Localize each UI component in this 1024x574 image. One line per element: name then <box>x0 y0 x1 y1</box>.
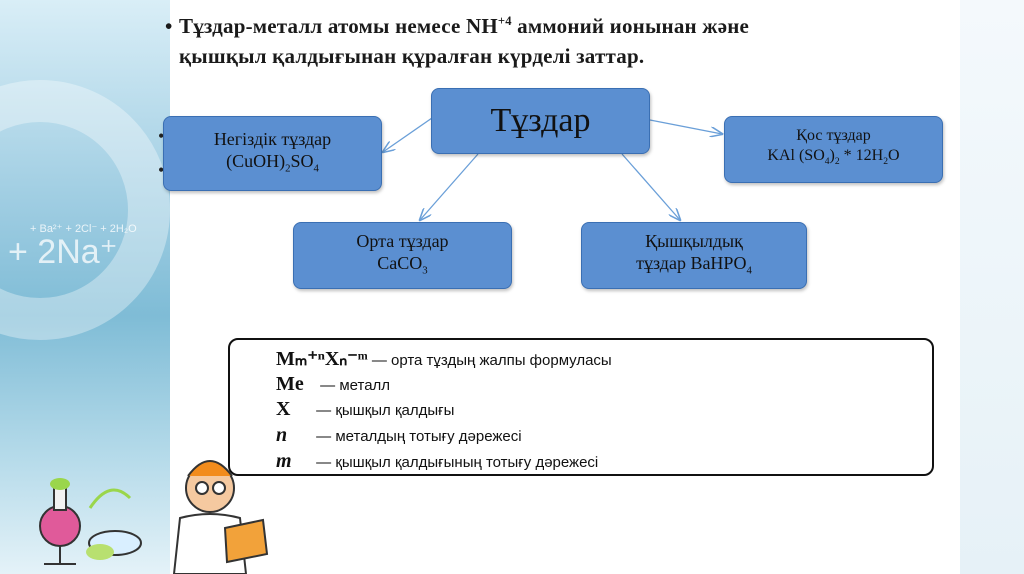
node-normal-salts: Орта тұздар CaCO3 <box>293 222 512 289</box>
arrow-to-normal-salts <box>420 153 479 220</box>
legend-symbol: Me <box>276 373 304 395</box>
scientist-illustration <box>39 460 269 574</box>
arrow-to-double-salts <box>649 119 722 134</box>
acidic-salts-formula: тұздар BaHPO4 <box>636 252 752 277</box>
formula-legend-panel <box>200 320 960 486</box>
normal-salts-label: Орта тұздар <box>356 230 449 251</box>
background-formula-large: + 2Na⁺ <box>8 233 118 271</box>
legend-symbol: n <box>276 424 288 446</box>
legend-text: — қышқыл қалдығының тотығу дәрежесі <box>316 454 599 471</box>
legend-text: — металл <box>320 377 391 394</box>
heading-superscript: +4 <box>497 14 512 28</box>
legend-row-general-formula: Mₘ⁺ⁿXₙ⁻ᵐ — орта тұздың жалпы формуласы <box>276 346 612 371</box>
arrow-to-basic-salts <box>383 117 433 152</box>
heading-line2: қышқыл қалдығынан құралған күрделі затта… <box>179 44 645 68</box>
normal-salts-formula: CaCO3 <box>377 252 428 277</box>
bullet-marker-3: • <box>158 160 165 180</box>
heading-text-part1: Тұздар-металл атомы немесе NH <box>179 14 498 38</box>
flask-icon <box>39 478 81 565</box>
legend-symbol: X <box>276 398 291 420</box>
slide-heading: •Тұздар-металл атомы немесе NH+4 аммоний… <box>165 6 1024 71</box>
background-formula-small: + Ba²⁺ + 2Cl⁻ + 2H₂O <box>30 223 137 235</box>
root-node-label: Тұздар <box>490 102 591 139</box>
acidic-salts-label: Қышқылдық <box>645 230 743 251</box>
legend-row-metal: Me — металл <box>276 373 390 396</box>
legend-symbol: m <box>276 450 292 472</box>
bullet-marker-2: • <box>158 126 165 146</box>
formula-legend-box <box>228 338 934 476</box>
legend-text: — металдың тотығу дәрежесі <box>316 428 522 445</box>
right-decorative-panel <box>960 0 1024 574</box>
node-acidic-salts: Қышқылдық тұздар BaHPO4 <box>581 222 807 289</box>
basic-salts-formula: (CuOH)2SO4 <box>226 150 319 175</box>
heading-text-part2: аммоний ионынан және <box>511 14 750 38</box>
double-salts-label: Қос тұздар <box>796 127 871 145</box>
basic-salts-label: Негіздік тұздар <box>213 128 332 149</box>
legend-row-metal-oxidation: n — металдың тотығу дәрежесі <box>276 424 522 447</box>
node-basic-salts: Негіздік тұздар (CuOH)2SO4 <box>163 116 382 191</box>
node-double-salts: Қос тұздар KAl (SO4)2 * 12H2O <box>724 116 943 183</box>
legend-symbol: Mₘ⁺ⁿXₙ⁻ᵐ <box>276 348 368 370</box>
legend-text: — қышқыл қалдығы <box>316 402 455 419</box>
decorative-background-panel: + Ba²⁺ + 2Cl⁻ + 2H₂O + 2Na⁺ <box>0 0 170 574</box>
double-salts-formula: KAl (SO4)2 * 12H2O <box>767 147 900 168</box>
legend-row-acid-residue: X — қышқыл қалдығы <box>276 398 454 421</box>
bullet-marker: • <box>165 14 173 38</box>
arrow-to-acidic-salts <box>621 153 680 220</box>
legend-row-acid-oxidation: m — қышқыл қалдығының тотығу дәрежесі <box>276 450 598 473</box>
root-node-salts: Тұздар <box>431 88 650 154</box>
legend-text: — орта тұздың жалпы формуласы <box>371 352 612 369</box>
